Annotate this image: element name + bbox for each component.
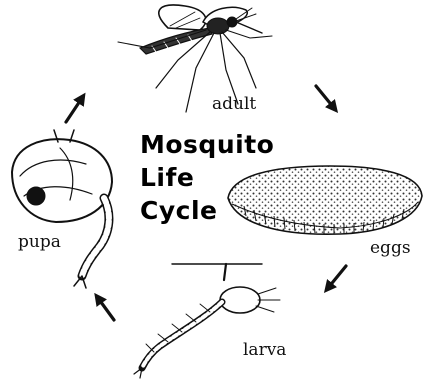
title-line-1: Mosquito xyxy=(140,128,274,161)
pupa-illustration xyxy=(12,130,112,288)
diagram-title: Mosquito Life Cycle xyxy=(140,128,274,227)
label-pupa: pupa xyxy=(18,232,61,252)
arrow-adult-to-eggs xyxy=(316,86,334,108)
arrow-pupa-to-adult xyxy=(66,98,82,122)
label-adult: adult xyxy=(212,94,256,114)
label-eggs: eggs xyxy=(370,238,411,258)
title-line-2: Life xyxy=(140,161,274,194)
arrow-eggs-to-larva xyxy=(328,266,346,288)
arrow-larva-to-pupa xyxy=(98,298,114,320)
label-larva: larva xyxy=(243,340,286,360)
larva-illustration xyxy=(134,264,280,378)
title-line-3: Cycle xyxy=(140,194,274,227)
